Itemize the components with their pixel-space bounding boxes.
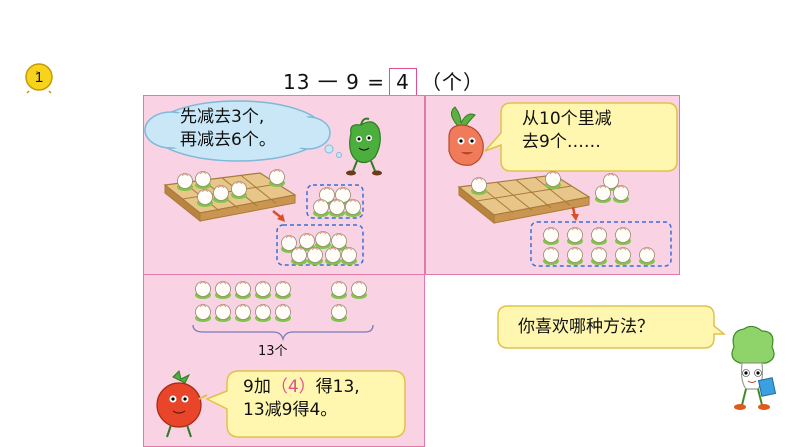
pepper-character-icon [346,117,382,176]
method-3-line-2: 13减9得4。 [243,400,338,420]
count-label: 13个 [258,344,288,359]
equation-left: 13 一 9 = [283,70,386,94]
method-2-text: 从10个里减 去9个…… [522,108,612,154]
radish-character-icon [448,106,484,166]
arrow-icon [571,214,579,221]
speech-bubble-icon [484,102,678,172]
method-3-answer: 4 [287,377,299,397]
equation-unit: （个） [421,70,485,94]
question-bubble-icon [497,305,726,349]
method-3-text: 9加（4）得13, 13减9得4。 [243,376,360,422]
number-1-badge-icon: 1 [25,63,53,94]
method-1-line-1: 先减去3个, [180,107,265,127]
speech-bubble-icon [205,370,406,438]
tomato-character-icon [156,370,208,438]
tray-icon [458,171,590,224]
dashed-group-6 [276,224,364,266]
method-3-line-1: 9加（4）得13, [243,377,360,397]
equation-answer-box: 4 [389,68,418,96]
method-1-text: 先减去3个, 再减去6个。 [180,106,276,152]
cloud-bubble-icon [144,100,342,162]
method-3-illustration [156,281,406,438]
dashed-group-9 [530,221,672,267]
dashed-group-3 [306,184,364,219]
question-text: 你喜欢哪种方法？ [518,317,654,337]
method-1-line-2: 再减去6个。 [180,130,276,150]
method-2-line-2: 去9个…… [522,132,601,152]
brace-icon [192,324,374,342]
badge-number: 1 [35,69,43,86]
method-2-illustration [448,102,678,267]
equation: 13 一 9 =4（个） [283,66,484,96]
cabbage-character-icon [731,325,777,410]
method-2-line-1: 从10个里减 [522,109,612,129]
method-1-illustration [144,100,382,266]
